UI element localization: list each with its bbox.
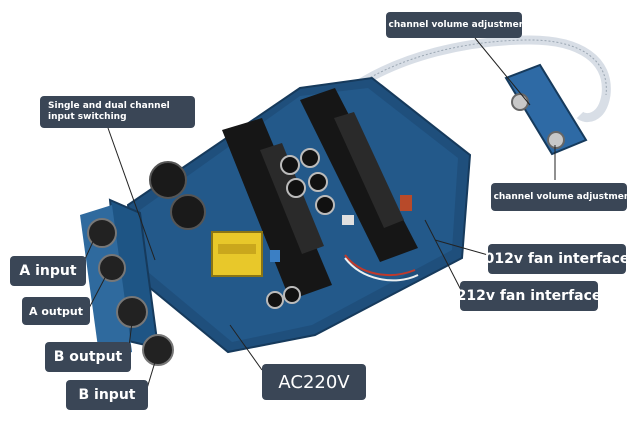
fan-wire-white bbox=[344, 257, 419, 282]
leader-b-volume bbox=[474, 37, 531, 106]
capacitor-small-3 bbox=[286, 178, 306, 198]
xlr-b-output-icon bbox=[116, 296, 148, 328]
capacitor-small-2 bbox=[300, 148, 320, 168]
ac220v-label: AC220V bbox=[262, 364, 366, 400]
leader-input-switching bbox=[107, 127, 156, 261]
capacitor-large-1 bbox=[149, 161, 187, 199]
capacitor-small-7 bbox=[283, 286, 301, 304]
capacitor-small-5 bbox=[315, 195, 335, 215]
a-channel-volume-label: A channel volume adjustment bbox=[483, 183, 635, 211]
capacitor-large-2 bbox=[170, 194, 206, 230]
leader-ac220v bbox=[229, 324, 263, 371]
heatsink-left-fins bbox=[260, 143, 324, 254]
heatsink-left bbox=[222, 118, 332, 300]
capacitor-small-6 bbox=[266, 291, 284, 309]
component-red bbox=[400, 195, 412, 211]
leader-fan-212v bbox=[424, 219, 463, 293]
input-switching-label: Single and dual channel input switching bbox=[40, 96, 195, 128]
b-input-label: B input bbox=[66, 380, 148, 410]
b-output-label: B output bbox=[45, 342, 131, 372]
a-volume-knob-icon bbox=[547, 131, 565, 149]
leader-a-output bbox=[87, 271, 109, 311]
b-channel-volume-label: B channel volume adjustment bbox=[379, 12, 529, 38]
xlr-a-input-icon bbox=[87, 218, 117, 248]
heatsink-right-fins bbox=[334, 112, 404, 228]
component-white bbox=[342, 215, 354, 225]
fan-wire-red bbox=[344, 254, 416, 276]
a-output-label: A output bbox=[22, 297, 90, 325]
a-input-label: A input bbox=[10, 256, 86, 286]
ribbon-cable-stripe bbox=[349, 39, 607, 96]
transformer-winding bbox=[218, 244, 256, 254]
component-blue-1 bbox=[270, 250, 280, 262]
b-volume-knob-icon bbox=[511, 93, 529, 111]
fan-012v-label: 012v fan interface bbox=[485, 244, 629, 274]
capacitor-small-4 bbox=[308, 172, 328, 192]
xlr-a-output-icon bbox=[98, 254, 126, 282]
capacitor-small-1 bbox=[280, 155, 300, 175]
volume-board bbox=[504, 63, 588, 156]
fan-212v-label: 212v fan interface bbox=[457, 281, 601, 311]
leader-fan-012v bbox=[434, 239, 489, 256]
xlr-b-input-icon bbox=[142, 334, 174, 366]
